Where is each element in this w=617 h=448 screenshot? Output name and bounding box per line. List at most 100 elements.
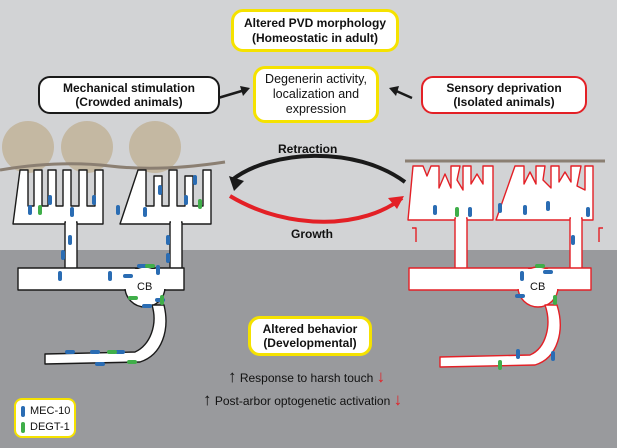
mec10-mark [166,253,170,263]
isolated-animals-label: (Isolated animals) [453,95,555,109]
right-junction-mask [410,269,590,289]
animal-circle [61,121,113,173]
left-cuticle-line [0,160,226,172]
animal-circle [129,121,181,173]
growth-arrow [228,194,404,224]
mec10-mark [108,271,112,281]
mec10-mark [543,270,553,274]
mec10-mark [115,350,125,354]
mec10-mark [28,205,32,215]
right-arbor-1 [407,165,494,221]
harsh-touch-label: Response to harsh touch [239,371,374,385]
decrease-arrow-icon: ↓ [376,367,386,386]
mec10-mark [116,205,120,215]
mec10-mark [143,207,147,217]
degt1-mark [455,207,459,217]
mec10-swatch [21,405,25,417]
mechanical-stimulation-box: Mechanical stimulation (Crowded animals) [38,76,220,114]
harsh-touch-effect: ↑ Response to harsh touch ↓ [228,367,385,387]
pvd-morphology-box: Altered PVD morphology (Homeostatic in a… [231,9,399,52]
mec10-mark [520,271,524,281]
increase-arrow-icon: ↑ [203,390,212,409]
mec10-mark [516,349,520,359]
sensory-deprivation-box: Sensory deprivation (Isolated animals) [421,76,587,114]
degt1-swatch [21,421,25,433]
right-cell-body-label: CB [530,281,546,293]
channel-legend: MEC-10 DEGT-1 [14,398,76,438]
mec10-mark [523,205,527,215]
mec10-mark [586,207,590,217]
mec10-mark [156,265,160,275]
retraction-label: Retraction [278,142,338,156]
mec10-mark [515,294,525,298]
stimulation-pointer-head [240,86,250,96]
mec10-mark [166,235,170,245]
left-arbor-1 [12,169,104,225]
degenerin-line-3: expression [285,102,347,116]
left-axon [44,304,167,365]
right-branch-1 [454,217,468,271]
right-junction-mask [571,216,581,222]
mec10-mark [137,264,147,268]
mec10-mark [65,350,75,354]
degt1-mark [553,295,557,305]
mec10-mark [142,304,152,308]
altered-behavior-box: Altered behavior (Developmental) [248,316,372,356]
mec10-mark [58,271,62,281]
degt1-mark [107,350,117,354]
mec10-mark [498,203,502,213]
degenerin-line-2: localization and [272,87,360,101]
mec10-mark [92,195,96,205]
altered-behavior-subtitle: (Developmental) [263,336,357,350]
right-junction-mask [456,216,466,222]
optogenetic-label: Post-arbor optogenetic activation [214,394,391,408]
retraction-arrow [230,153,407,184]
degenerin-line-1: Degenerin activity, [265,72,367,86]
mec10-mark [193,175,197,185]
growth-label: Growth [291,227,333,241]
mec10-mark [468,207,472,217]
mec10-mark [48,195,52,205]
stimulation-pointer [217,88,246,100]
left-branch-1 [64,221,78,271]
degt1-mark [38,205,42,215]
crowding-animals [2,121,181,173]
mec10-mark [95,362,105,366]
animal-circle [2,121,54,173]
degt1-mark [127,360,137,364]
altered-behavior-title: Altered behavior [262,321,358,336]
mec10-mark [68,235,72,245]
left-junction-mask [171,221,181,225]
degt1-markers [38,199,557,370]
degt1-mark [160,295,164,305]
deprivation-pointer-head [389,86,399,96]
left-branch-2 [169,221,183,271]
mec10-mark [123,274,133,278]
right-arbor-side-branches [412,227,603,242]
sensory-deprivation-label: Sensory deprivation [446,80,562,95]
mec10-label: MEC-10 [30,405,71,417]
retraction-arrowhead [229,176,244,191]
mec10-mark [90,350,100,354]
mec10-mark [158,185,162,195]
optogenetic-effect: ↑ Post-arbor optogenetic activation ↓ [203,390,402,410]
mec10-mark [546,201,550,211]
mechanical-stimulation-label: Mechanical stimulation [62,80,196,95]
degenerin-box: Degenerin activity, localization and exp… [253,66,379,123]
mec10-mark [61,250,65,260]
mec10-mark [184,195,188,205]
right-axon [439,304,561,368]
degt1-mark [498,360,502,370]
decrease-arrow-icon: ↓ [393,390,403,409]
legend-item-degt1: DEGT-1 [21,419,74,435]
left-junction-mask [66,221,76,225]
crowded-animals-label: (Crowded animals) [75,95,183,109]
degt1-mark [198,199,202,209]
increase-arrow-icon: ↑ [228,367,237,386]
left-cell-body-label: CB [137,281,153,293]
degt1-label: DEGT-1 [30,421,70,433]
mec10-mark [571,235,575,245]
mec10-mark [551,351,555,361]
degt1-mark [128,296,138,300]
